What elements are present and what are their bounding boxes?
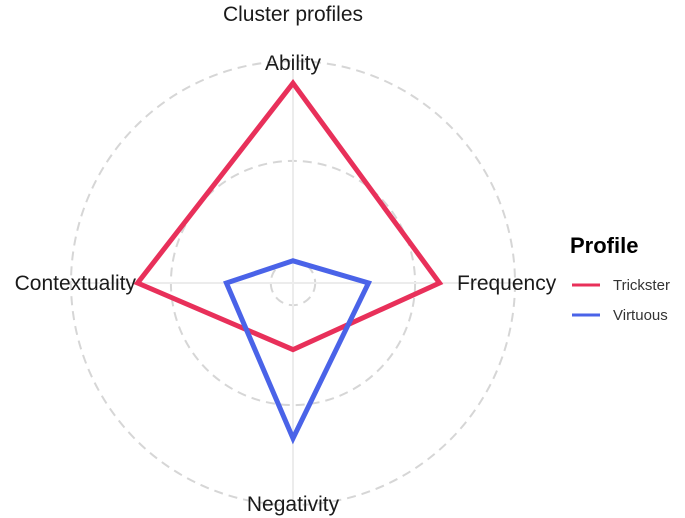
- axis-label-ability: Ability: [265, 52, 322, 75]
- series-layer: [133, 79, 444, 445]
- legend-title: Profile: [570, 233, 638, 258]
- chart-title: Cluster profiles: [223, 3, 363, 26]
- series-virtuous-polygon: [223, 258, 373, 445]
- legend-label-virtuous: Virtuous: [613, 307, 668, 324]
- axis-label-negativity: Negativity: [247, 493, 340, 516]
- legend-label-trickster: Trickster: [613, 277, 670, 294]
- axis-label-frequency: Frequency: [457, 272, 557, 295]
- axis-label-contextuality: Contextuality: [15, 272, 137, 295]
- series-trickster-polygon: [133, 79, 444, 353]
- radar-grid: [70, 60, 516, 506]
